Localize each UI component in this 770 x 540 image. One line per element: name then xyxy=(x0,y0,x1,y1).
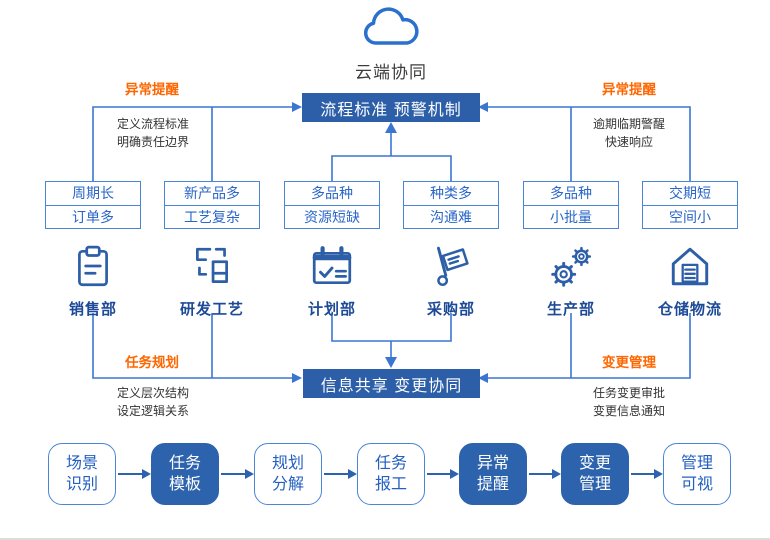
pain-box-production: 多品种 小批量 xyxy=(523,181,619,229)
connector-top-middle xyxy=(331,155,452,181)
blocks-icon xyxy=(196,247,228,283)
flow-step-exception-alert: 异常提醒 xyxy=(459,443,527,505)
annotation-desc-top-right: 逾期临期警醒 快速响应 xyxy=(592,117,665,149)
annotation-title-top-left: 异常提醒 xyxy=(125,82,179,97)
department-planning: 计划部 xyxy=(277,244,387,319)
flow-step-plan-decompose: 规划分解 xyxy=(254,443,322,505)
department-sales: 销售部 xyxy=(38,244,148,319)
pain-box-sales: 周期长 订单多 xyxy=(45,181,141,229)
flow-step-management-visibility: 管理可视 xyxy=(663,443,731,505)
warehouse-icon xyxy=(671,247,709,286)
annotation-desc-top-left: 定义流程标准 明确责任边界 xyxy=(116,117,189,149)
annotation-desc-bottom-left: 定义层次结构 设定逻辑关系 xyxy=(116,386,189,418)
annotation-title-bottom-right: 变更管理 xyxy=(602,355,656,370)
flow-arrowhead-3 xyxy=(348,469,357,479)
gears-icon xyxy=(551,246,592,287)
arrowhead-into-topbox-left xyxy=(292,102,302,112)
flow-arrowhead-6 xyxy=(654,469,663,479)
arrowhead-into-bottombox-left xyxy=(292,373,302,383)
annotation-title-bottom-left: 任务规划 xyxy=(125,355,179,370)
pain-box-rd: 新产品多 工艺复杂 xyxy=(164,181,260,229)
pain-box-procurement: 种类多 沟通难 xyxy=(403,181,499,229)
handtruck-icon xyxy=(436,246,469,287)
cloud-icon xyxy=(361,5,421,51)
arrowhead-into-topbox-up xyxy=(385,122,397,133)
flow-arrowhead-2 xyxy=(245,469,254,479)
calendar-check-icon xyxy=(312,246,352,285)
clipboard-icon xyxy=(78,245,108,287)
department-warehouse: 仓储物流 xyxy=(635,244,745,319)
department-procurement: 采购部 xyxy=(396,244,506,319)
flow-step-task-report: 任务报工 xyxy=(357,443,425,505)
department-production: 生产部 xyxy=(516,244,626,319)
flow-arrowhead-1 xyxy=(142,469,151,479)
cloud-label: 云端协同 xyxy=(355,63,427,82)
flow-arrowhead-4 xyxy=(450,469,459,479)
pain-box-planning: 多品种 资源短缺 xyxy=(284,181,380,229)
department-rd: 研发工艺 xyxy=(157,244,267,319)
flow-step-scene-recognition: 场景识别 xyxy=(48,443,116,505)
process-standard-banner: 流程标准 预警机制 xyxy=(302,93,480,122)
annotation-desc-bottom-right: 任务变更审批 变更信息通知 xyxy=(592,386,665,418)
annotation-title-top-right: 异常提醒 xyxy=(602,82,656,97)
info-sharing-banner: 信息共享 变更协同 xyxy=(303,369,480,398)
flow-arrowhead-5 xyxy=(552,469,561,479)
flow-step-change-management: 变更管理 xyxy=(561,443,629,505)
arrowhead-into-bottombox-down xyxy=(385,357,397,368)
pain-box-warehouse: 交期短 空间小 xyxy=(642,181,738,229)
flow-step-task-template: 任务模板 xyxy=(151,443,219,505)
